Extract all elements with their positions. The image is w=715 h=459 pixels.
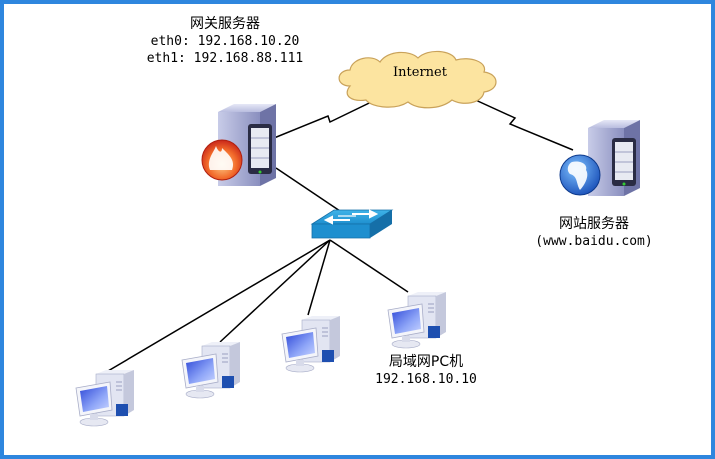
switch-icon xyxy=(310,209,394,239)
gateway-eth1: eth1: 192.168.88.111 xyxy=(146,51,304,66)
pc-3-icon xyxy=(281,316,340,373)
link-internet-webserver xyxy=(457,91,574,151)
gateway-label: 网关服务器 eth0: 192.168.10.20 eth1: 192.168.… xyxy=(140,16,310,67)
link-switch-pc1 xyxy=(107,239,331,372)
web-server-label: 网站服务器 (www.baidu.com) xyxy=(524,216,664,250)
links xyxy=(107,91,574,372)
pc-1-icon xyxy=(75,370,134,427)
web-server-domain: (www.baidu.com) xyxy=(535,234,653,249)
lan-pc-ip: 192.168.10.10 xyxy=(375,372,477,387)
lan-pc-title: 局域网PC机 xyxy=(388,354,464,370)
globe-icon xyxy=(559,154,601,196)
gateway-eth0: eth0: 192.168.10.20 xyxy=(150,34,300,49)
link-gateway-internet xyxy=(273,91,393,139)
firewall-icon xyxy=(201,139,243,181)
link-switch-pc2 xyxy=(219,239,331,343)
link-switch-lan-pc xyxy=(329,239,409,293)
lan-pc-icon xyxy=(387,292,446,349)
web-server-title: 网站服务器 xyxy=(559,216,629,232)
gateway-title: 网关服务器 xyxy=(190,16,260,32)
internet-label: Internet xyxy=(393,65,447,80)
lan-pc-label: 局域网PC机 192.168.10.10 xyxy=(366,354,486,388)
link-switch-pc3 xyxy=(307,239,331,316)
internet-cloud-icon xyxy=(338,50,497,109)
link-gateway-switch xyxy=(275,167,341,212)
pc-2-icon xyxy=(181,342,240,399)
